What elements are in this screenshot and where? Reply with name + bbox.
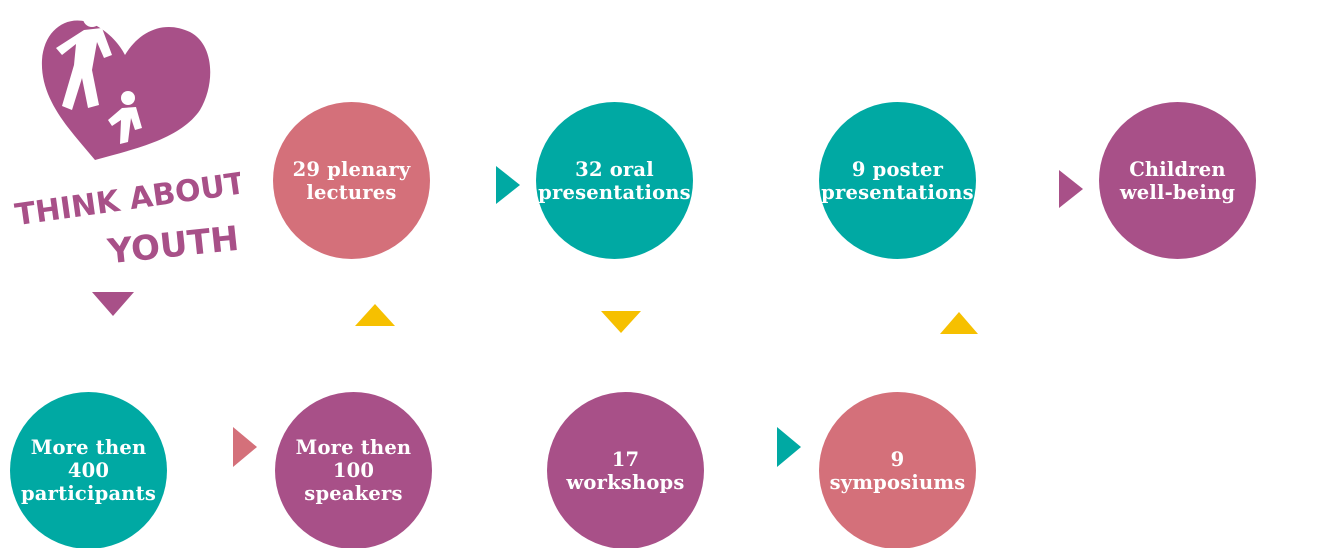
node-participants-label: More then 400 participants <box>20 436 157 505</box>
arrow-up-icon <box>355 304 395 326</box>
node-workshops-label: 17 workshops <box>566 447 685 494</box>
figures-icon <box>56 9 142 144</box>
node-plenary-lectures: 29 plenary lectures <box>273 102 430 259</box>
arrow-right-icon <box>233 427 257 467</box>
arrow-right-icon <box>1059 170 1083 208</box>
node-plenary-lectures-label: 29 plenary lectures <box>292 157 411 204</box>
node-children-well-being: Children well-being <box>1099 102 1256 259</box>
arrow-right-icon <box>496 166 520 204</box>
arrow-right-icon <box>777 427 801 467</box>
node-oral-presentations-label: 32 oral presentations <box>538 157 691 204</box>
node-symposiums-label: 9 symposiums <box>829 447 966 494</box>
arrow-up-icon <box>940 312 978 334</box>
node-poster-presentations: 9 poster presentations <box>819 102 976 259</box>
node-workshops: 17 workshops <box>547 392 704 548</box>
node-speakers: More then 100 speakers <box>275 392 432 548</box>
node-poster-presentations-label: 9 poster presentations <box>821 157 974 204</box>
node-speakers-label: More then 100 speakers <box>295 436 412 505</box>
arrow-down-icon <box>601 311 641 333</box>
node-participants: More then 400 participants <box>10 392 167 548</box>
logo-line-2: YOUTH! <box>105 217 240 272</box>
node-oral-presentations: 32 oral presentations <box>536 102 693 259</box>
think-about-youth-logo: THINK ABOUT YOUTH! <box>13 9 240 272</box>
arrow-down-icon <box>92 292 134 316</box>
node-children-well-being-label: Children well-being <box>1119 157 1236 204</box>
node-symposiums: 9 symposiums <box>819 392 976 548</box>
